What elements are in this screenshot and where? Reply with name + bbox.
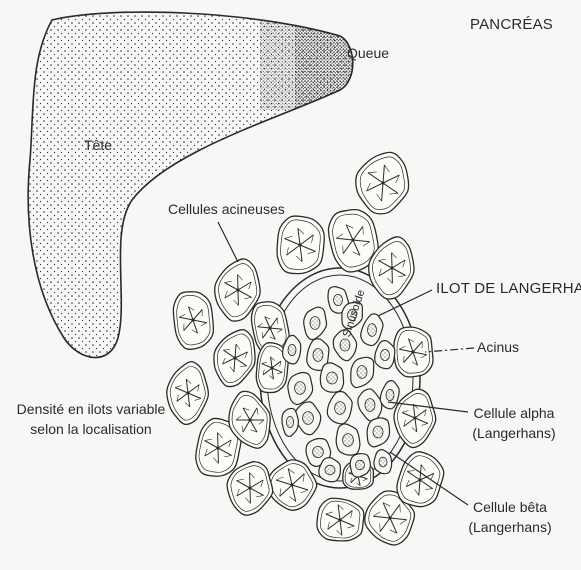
alpha-label-line1: Cellule alpha: [468, 404, 560, 422]
islet-cell: [320, 363, 343, 392]
islet-cell: [288, 372, 313, 404]
islet-cell: [336, 424, 360, 455]
acinus-cluster: [394, 389, 436, 447]
islet-cell: [375, 341, 395, 369]
islet-cell: [351, 357, 374, 387]
islet-cell: [282, 408, 298, 436]
acinus-cluster: [267, 460, 317, 510]
acinus-cluster: [394, 327, 433, 377]
islet-cell: [319, 458, 340, 482]
islet-cells-group: [282, 287, 399, 482]
density-label-line2: selon la localisation: [8, 420, 174, 438]
acineuses-label: Cellules acineuses: [168, 200, 285, 218]
acinus-cluster: [397, 452, 444, 507]
islet-cell: [304, 307, 327, 339]
islet-cell: [327, 392, 352, 424]
islet-cell: [361, 314, 383, 346]
acinus-cluster: [227, 462, 273, 516]
acinus-cluster: [214, 330, 255, 387]
langerhans-label: ILOT DE LANGERHANS: [436, 280, 581, 298]
beta-label-line2: (Langerhans): [464, 518, 556, 536]
islet-cell: [295, 402, 320, 435]
queue-label: Queue: [347, 44, 389, 62]
alpha-label-line2: (Langerhans): [468, 424, 560, 442]
title-label: PANCRÉAS: [470, 16, 553, 34]
islet-cell: [358, 389, 382, 421]
acinus-cluster: [356, 152, 409, 214]
acinus-cluster: [317, 498, 364, 541]
acinus-label: Acinus: [477, 338, 519, 356]
leader-acineuses: [218, 222, 238, 262]
islet-cell: [380, 381, 399, 409]
beta-label-line1: Cellule bêta: [464, 498, 556, 516]
islet-cell: [374, 450, 392, 474]
density-label-line1: Densité en ilots variable: [8, 400, 174, 418]
tete-label: Tête: [84, 136, 112, 154]
acinus-cluster: [173, 292, 213, 350]
acinus-cluster: [277, 216, 324, 274]
islet-cell: [367, 418, 389, 447]
